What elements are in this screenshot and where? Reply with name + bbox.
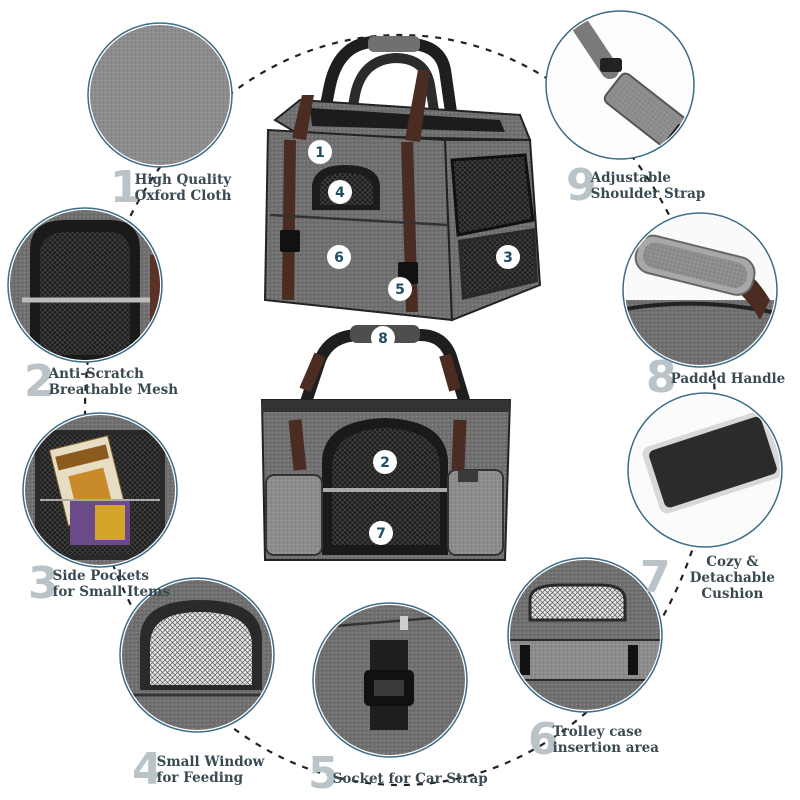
feature-7-line2: Cushion — [701, 586, 764, 602]
feature-4-line1: Small Window — [156, 754, 265, 770]
feature-9-label: 9 Adjustable Shoulder Strap — [566, 164, 705, 208]
feature-9-number: 9 — [566, 160, 597, 211]
badge-4: 4 — [328, 180, 352, 204]
bag-front-view — [260, 325, 512, 561]
badge-8-label: 8 — [378, 331, 388, 347]
badge-7: 7 — [369, 521, 393, 545]
buckle-socket-circle — [312, 602, 468, 758]
padded-handle-circle — [622, 212, 778, 368]
badge-7-label: 7 — [376, 526, 386, 542]
feature-1-line1: High Quality — [134, 172, 232, 188]
feature-2-line2: Breathable Mesh — [48, 382, 179, 398]
feature-7-label: 7 Cozy & Detachable Cushion — [640, 554, 800, 602]
feature-1-number: 1 — [110, 162, 141, 213]
feature-6-line2: insertion area — [552, 740, 659, 756]
feature-2-label: 2 Anti-Scratch Breathable Mesh — [24, 360, 178, 404]
feature-6-line1: Trolley case — [552, 724, 643, 740]
feature-6-label: 6 Trolley case insertion area — [528, 718, 659, 762]
feature-2-line1: Anti-Scratch — [48, 366, 144, 382]
mesh-panel-circle — [7, 207, 163, 363]
feature-1-line2: Oxford Cloth — [134, 188, 232, 204]
feature-2-number: 2 — [24, 356, 55, 407]
feature-5-label: 5 Socket for Car Strap — [308, 752, 488, 796]
cushion-pad-circle — [627, 392, 783, 548]
badge-1: 1 — [308, 140, 332, 164]
feature-1-label: 1 High Quality Oxford Cloth — [110, 166, 231, 210]
badge-4-label: 4 — [335, 185, 345, 201]
fabric-swatch-circle — [87, 22, 233, 168]
feature-4-label: 4 Small Window for Feeding — [132, 748, 264, 792]
badge-6-label: 6 — [334, 250, 344, 266]
side-pocket-circle — [22, 412, 178, 568]
feature-7-line1: Cozy & Detachable — [689, 554, 775, 586]
feature-8-line1: Padded Handle — [670, 371, 786, 387]
feature-4-number: 4 — [132, 744, 163, 795]
trolley-sleeve-circle — [507, 557, 663, 713]
badge-3: 3 — [496, 245, 520, 269]
badge-3-label: 3 — [503, 250, 513, 266]
badge-2-label: 2 — [380, 455, 390, 471]
badge-1-label: 1 — [315, 145, 325, 161]
feature-6-number: 6 — [528, 714, 559, 765]
feature-4-line2: for Feeding — [156, 770, 244, 786]
feature-3-label: 3 Side Pockets for Small Items — [28, 562, 170, 606]
badges: 1 4 6 5 3 8 2 7 — [308, 140, 520, 545]
feature-3-line2: for Small Items — [52, 584, 171, 600]
feature-5-line1: Socket for Car Strap — [332, 771, 488, 787]
feature-8-label: 8 Padded Handle — [646, 356, 785, 400]
feeding-window-circle — [119, 577, 275, 733]
shoulder-strap-circle — [545, 10, 695, 160]
badge-2: 2 — [373, 450, 397, 474]
feature-9-line1: Adjustable — [590, 170, 671, 186]
feature-3-number: 3 — [28, 558, 59, 609]
feature-7-number: 7 — [640, 552, 671, 603]
feature-3-line1: Side Pockets — [52, 568, 150, 584]
feature-9-line2: Shoulder Strap — [590, 186, 706, 202]
badge-8: 8 — [371, 326, 395, 350]
badge-6: 6 — [327, 245, 351, 269]
badge-5: 5 — [388, 277, 412, 301]
feature-5-number: 5 — [308, 748, 339, 799]
feature-8-number: 8 — [646, 352, 677, 403]
badge-5-label: 5 — [395, 282, 405, 298]
